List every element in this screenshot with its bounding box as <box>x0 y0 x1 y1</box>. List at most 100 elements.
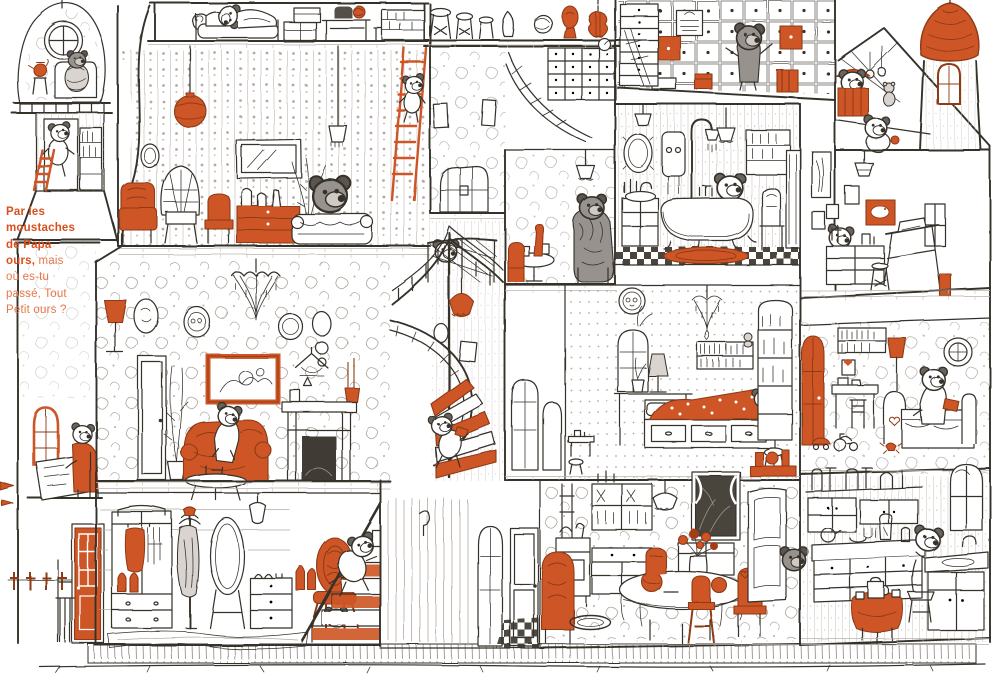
shoe-chest <box>249 565 317 629</box>
teapot <box>27 58 49 95</box>
portrait-small <box>312 311 332 337</box>
room-kitchen <box>799 463 991 646</box>
standing-mirror <box>209 517 245 629</box>
caption: Par les moustaches de Papa ours, mais où… <box>6 204 78 318</box>
caption-bold: Par les moustaches de Papa ours, <box>6 206 76 267</box>
orange-wing-chair <box>541 551 575 645</box>
clothes-hooks <box>7 572 73 590</box>
dining-pendant <box>652 480 678 511</box>
kids-desk-chair <box>831 377 879 429</box>
orange-table-jug <box>851 577 903 645</box>
room-bedroom <box>504 284 801 482</box>
tall-dresser <box>619 3 659 87</box>
porthole-window <box>943 337 973 367</box>
cello-orange <box>587 0 609 38</box>
tall-plant <box>163 365 189 481</box>
tower-room <box>32 112 105 192</box>
room-salon <box>95 245 391 646</box>
upper-landing <box>423 0 621 143</box>
sofa-and-big-bear <box>290 175 374 245</box>
drafting-table <box>883 217 941 287</box>
shelf-above-door <box>749 449 797 477</box>
door-ajar-peeking-bear <box>747 487 809 603</box>
glass-cabinet <box>591 470 653 531</box>
bear-in-storage <box>725 22 773 91</box>
kids-bed-reading-bear <box>883 366 977 449</box>
study-nook <box>26 398 103 501</box>
arched-niche <box>477 525 503 647</box>
wall-mirror <box>236 138 302 180</box>
glass-pendant <box>249 492 267 525</box>
pendant-cone <box>854 149 874 177</box>
round-window <box>43 20 83 60</box>
orange-ladder-with-bear <box>390 46 428 202</box>
dark-basket <box>569 614 611 630</box>
room-landing <box>504 149 616 293</box>
room-entry <box>379 479 541 649</box>
checker-floor-patch <box>496 618 540 648</box>
chandelier <box>231 258 281 321</box>
pendant-lamp <box>328 45 348 148</box>
baby-high-chair <box>687 575 715 644</box>
onion-dome <box>919 0 982 151</box>
room-kids <box>799 317 991 476</box>
room-dining <box>539 449 809 649</box>
orange-sofa-white-bear <box>180 400 272 482</box>
wall-bookshelf <box>696 332 754 370</box>
desk-with-bear <box>825 223 890 291</box>
wall-cabinets <box>807 497 919 539</box>
framed-painting-orange <box>205 353 281 405</box>
arched-cabinet <box>617 305 653 393</box>
pendant-lamp <box>576 149 596 181</box>
mirror-oval <box>622 133 654 173</box>
portrait-oval <box>133 298 159 334</box>
stairwell-column <box>389 3 506 481</box>
daybed-sleeping-bear <box>192 2 279 41</box>
caption-regular: mais où es-tu passé, Tout Petit ours ? <box>6 254 67 316</box>
flag-pennants <box>0 481 15 507</box>
storage-boxes <box>283 7 321 41</box>
console-lamp <box>614 353 693 446</box>
sink-unit-bear <box>907 524 989 631</box>
staircase-with-jumping-bear <box>301 502 381 643</box>
bathroom-chair <box>759 187 785 251</box>
bottle-shelf <box>805 467 923 493</box>
oval-frame <box>140 143 160 169</box>
landing-table <box>513 223 555 282</box>
room-studio <box>799 0 991 643</box>
orange-armchair <box>118 182 158 244</box>
floor-lamp-orange <box>103 299 127 353</box>
bed-orange-duvet <box>644 386 777 449</box>
bathroom-shelf <box>745 129 791 175</box>
teddy-toy <box>882 81 896 107</box>
sink-vanity <box>621 178 659 247</box>
orange-arch-door <box>801 335 825 446</box>
room-dressing <box>94 492 381 650</box>
shower <box>691 119 721 199</box>
chair-behind <box>645 547 667 576</box>
roof-ledge-objects <box>429 0 609 39</box>
right-attic <box>834 0 991 153</box>
sewing-table <box>321 5 387 41</box>
bear-jumping-downstairs <box>329 529 379 597</box>
portrait-round <box>183 306 211 338</box>
room-parlour <box>117 5 431 259</box>
coat-rack <box>176 506 201 629</box>
hanging-bulbs <box>865 45 887 79</box>
water-heater <box>661 131 686 195</box>
dark-window <box>691 471 741 541</box>
bear-descending-with-book <box>427 411 469 469</box>
wicker-chair <box>160 165 200 244</box>
wardrobe <box>111 505 173 629</box>
mannequin-head-orange <box>561 5 579 39</box>
bear-with-cup <box>861 113 900 153</box>
shaggy-grey-bear <box>572 193 615 285</box>
salon-door <box>137 355 167 481</box>
orange-bathmat <box>663 247 749 265</box>
room-bathroom <box>614 0 801 481</box>
bear-in-crate <box>835 68 871 117</box>
portrait-round-2 <box>278 313 304 341</box>
upper-spiral-glimpse <box>505 51 593 143</box>
